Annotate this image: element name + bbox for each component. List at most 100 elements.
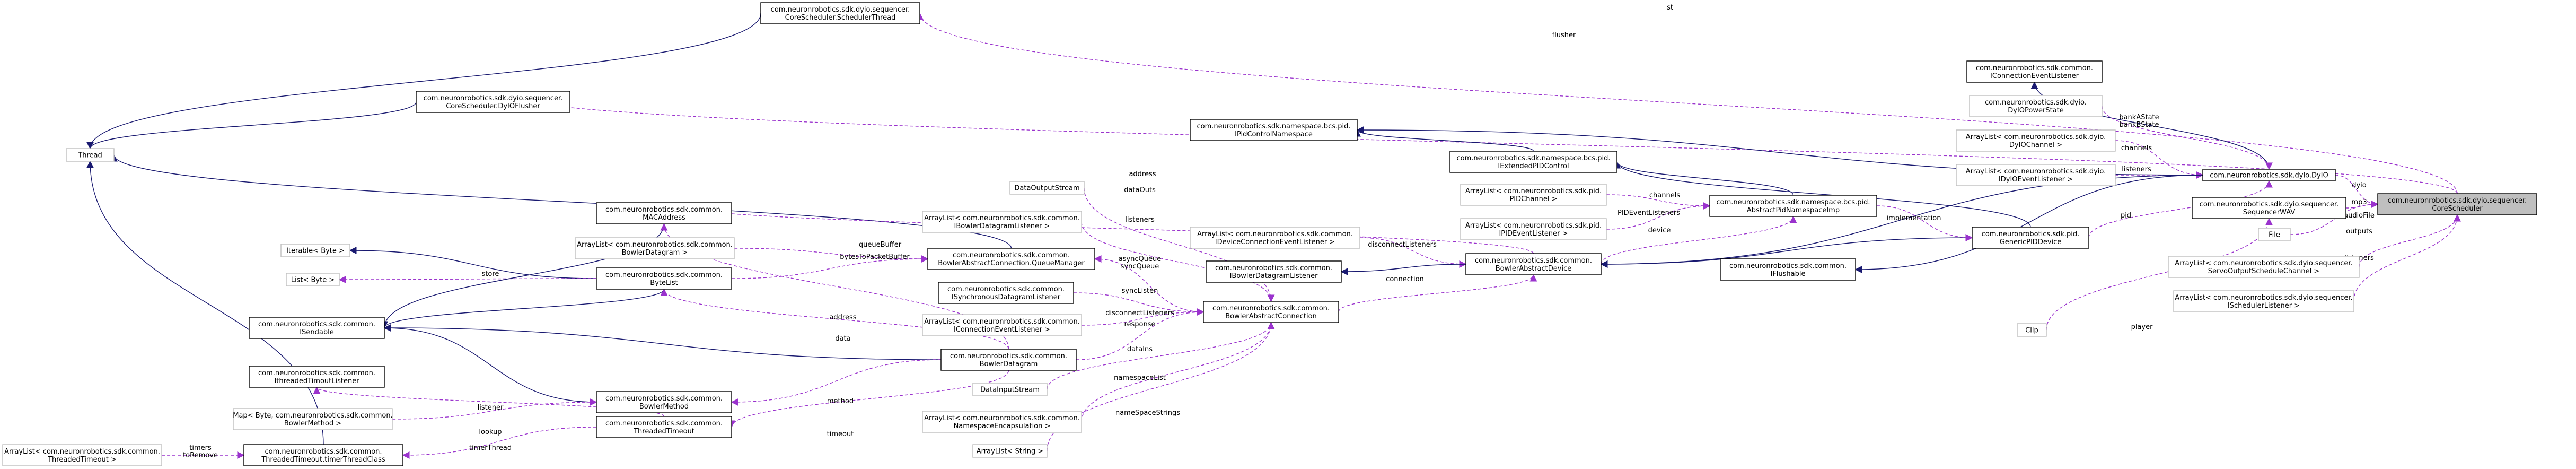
edge-arraylist-pid-channel-to-abstract-pid-namespace — [1606, 194, 1711, 210]
node-bowler-datagram[interactable]: com.neuronrobotics.sdk.common.BowlerData… — [940, 349, 1077, 371]
node-arraylist-idevice-connection[interactable]: ArrayList< com.neuronrobotics.sdk.common… — [1190, 227, 1360, 249]
node-label-line-2: ThreadedTimeout.timerThreadClass — [261, 456, 385, 464]
node-bowler-method[interactable]: com.neuronrobotics.sdk.common.BowlerMeth… — [596, 391, 732, 413]
node-label-line-1: com.neuronrobotics.sdk.common. — [605, 395, 723, 403]
edge-arraylist-ibowler-datagram-to-bowler-abstract-connection — [1081, 221, 1275, 302]
node-box — [1449, 151, 1617, 173]
node-scheduler-thread[interactable]: com.neuronrobotics.sdk.dyio.sequencer.Co… — [760, 2, 920, 24]
node-ithreaded-timout[interactable]: com.neuronrobotics.sdk.common.IthreadedT… — [249, 366, 385, 388]
node-dyio-flusher[interactable]: com.neuronrobotics.sdk.dyio.sequencer.Co… — [416, 91, 570, 113]
edge-label-store: store — [482, 270, 499, 278]
node-arraylist-servo-output[interactable]: ArrayList< com.neuronrobotics.sdk.dyio.s… — [2168, 256, 2360, 278]
node-dyio[interactable]: com.neuronrobotics.sdk.dyio.DyIO — [2202, 169, 2336, 181]
edge-label-channels-pid: channels — [1649, 192, 1680, 199]
edge-label-data-outs: dataOuts — [1124, 186, 1156, 194]
node-generic-pid-device[interactable]: com.neuronrobotics.sdk.pid.GenericPIDDev… — [1972, 227, 2089, 249]
node-arraylist-ibowler-datagram[interactable]: ArrayList< com.neuronrobotics.sdk.common… — [922, 211, 1082, 233]
node-arraylist-iconnection-event[interactable]: ArrayList< com.neuronrobotics.sdk.common… — [922, 314, 1082, 336]
node-label-line-1: DataOutputStream — [1014, 185, 1079, 193]
node-ipid-control-namespace[interactable]: com.neuronrobotics.sdk.namespace.bcs.pid… — [1190, 119, 1358, 141]
node-label-line-2: BowlerMethod > — [284, 420, 341, 428]
edge-bowler-datagram-to-threaded-timeout — [728, 370, 1009, 428]
edge-label-namespace-strings: nameSpaceStrings — [1115, 409, 1180, 417]
node-isynchronous-datagram[interactable]: com.neuronrobotics.sdk.common.ISynchrono… — [938, 282, 1074, 304]
edge-label-disconnect-listeners: disconnectListeners — [1368, 241, 1437, 249]
node-label-line-1: com.neuronrobotics.sdk.common. — [1212, 305, 1330, 312]
edge-label-lookup: lookup — [479, 428, 502, 436]
node-label-line-1: com.neuronrobotics.sdk.common. — [605, 206, 723, 214]
node-threaded-timeout[interactable]: com.neuronrobotics.sdk.common.ThreadedTi… — [596, 416, 732, 438]
node-data-output-stream[interactable]: DataOutputStream — [1009, 181, 1085, 195]
node-queue-manager[interactable]: com.neuronrobotics.sdk.common.BowlerAbst… — [927, 248, 1095, 270]
node-clip[interactable]: Clip — [2017, 323, 2047, 337]
edge-abstract-pid-namespace-to-generic-pid-device — [1876, 205, 1973, 241]
node-bowler-abstract-device[interactable]: com.neuronrobotics.sdk.common.BowlerAbst… — [1465, 253, 1602, 275]
edge-byte-list-to-iterable-byte — [349, 247, 597, 279]
edge-bowler-datagram-to-byte-list — [660, 288, 1009, 350]
node-box — [596, 416, 732, 438]
node-label-line-1: List< Byte > — [291, 276, 335, 284]
node-box — [1460, 218, 1607, 240]
node-box — [575, 237, 735, 259]
node-sequencer-wav[interactable]: com.neuronrobotics.sdk.dyio.sequencer.Se… — [2192, 197, 2346, 219]
node-label-line-1: ArrayList< com.neuronrobotics.sdk.dyio. — [1966, 168, 2106, 176]
node-iconnection-listener[interactable]: com.neuronrobotics.sdk.common.IConnectio… — [1966, 60, 2103, 83]
node-label-line-1: ArrayList< com.neuronrobotics.sdk.common… — [1197, 230, 1353, 238]
node-timer-thread-class[interactable]: com.neuronrobotics.sdk.common.ThreadedTi… — [243, 444, 403, 466]
edge-label-device: device — [1648, 227, 1671, 234]
node-map-bowler-method[interactable]: Map< Byte, com.neuronrobotics.sdk.common… — [233, 408, 393, 430]
node-box — [286, 273, 340, 286]
node-label-line-2: BowlerAbstractConnection.QueueManager — [938, 259, 1085, 267]
node-label-line-2: BowlerDatagram > — [622, 249, 688, 257]
node-arraylist-pid-channel[interactable]: ArrayList< com.neuronrobotics.sdk.pid.PI… — [1460, 184, 1607, 206]
node-mac-address[interactable]: com.neuronrobotics.sdk.common.MACAddress — [596, 202, 732, 224]
node-arraylist-ischeduler[interactable]: ArrayList< com.neuronrobotics.sdk.dyio.s… — [2173, 290, 2354, 312]
node-bowler-abstract-connection[interactable]: com.neuronrobotics.sdk.common.BowlerAbst… — [1203, 301, 1339, 323]
node-iextended-pid-control[interactable]: com.neuronrobotics.sdk.namespace.bcs.pid… — [1449, 151, 1617, 173]
node-label-line-1: ArrayList< com.neuronrobotics.sdk.common… — [4, 448, 160, 456]
node-dyio-power-state[interactable]: com.neuronrobotics.sdk.dyio.DyIOPowerSta… — [1969, 95, 2103, 117]
node-box — [249, 317, 385, 339]
edge-bowler-datagram-to-bowler-method — [731, 359, 942, 406]
node-arraylist-threaded-timeout[interactable]: ArrayList< com.neuronrobotics.sdk.common… — [2, 444, 162, 466]
node-arraylist-idyio-event[interactable]: ArrayList< com.neuronrobotics.sdk.dyio.I… — [1956, 164, 2116, 186]
edge-core-scheduler-to-scheduler-thread — [916, 12, 2458, 194]
node-arraylist-bowler-datagram[interactable]: ArrayList< com.neuronrobotics.sdk.common… — [575, 237, 735, 259]
node-label-line-1: com.neuronrobotics.sdk.dyio. — [1985, 99, 2087, 107]
node-arraylist-ipid-event[interactable]: ArrayList< com.neuronrobotics.sdk.pid.IP… — [1460, 218, 1607, 240]
node-label-line-2: BowlerAbstractDevice — [1496, 265, 1572, 273]
node-arraylist-dyio-channel[interactable]: ArrayList< com.neuronrobotics.sdk.dyio.D… — [1956, 129, 2116, 152]
node-iflushable[interactable]: com.neuronrobotics.sdk.common.IFlushable — [1720, 258, 1856, 281]
node-thread[interactable]: Thread — [66, 148, 115, 162]
node-arraylist-string[interactable]: ArrayList< String > — [972, 444, 1048, 458]
node-arraylist-namespace-encapsulation[interactable]: ArrayList< com.neuronrobotics.sdk.common… — [922, 411, 1082, 433]
node-box — [280, 244, 350, 257]
edge-label-implementation: implementation — [1886, 214, 1941, 222]
node-ibowler-datagram-listener[interactable]: com.neuronrobotics.sdk.common.IBowlerDat… — [1206, 260, 1342, 283]
edge-label-flusher: flusher — [1552, 31, 1576, 39]
node-list-byte[interactable]: List< Byte > — [286, 273, 340, 286]
node-abstract-pid-namespace[interactable]: com.neuronrobotics.sdk.namespace.bcs.pid… — [1709, 195, 1877, 217]
node-file[interactable]: File — [2258, 228, 2291, 241]
node-box — [940, 349, 1077, 371]
node-box — [922, 411, 1082, 433]
edge-label-method: method — [827, 397, 854, 405]
node-label-line-2: DyIOChannel > — [2009, 141, 2062, 149]
node-label-line-2: ThreadedTimeout > — [47, 456, 117, 464]
node-box — [1465, 253, 1602, 275]
node-label-line-1: Iterable< Byte > — [286, 247, 345, 255]
node-box — [2377, 193, 2537, 215]
node-iterable-byte[interactable]: Iterable< Byte > — [280, 244, 350, 257]
node-label-line-1: com.neuronrobotics.sdk.dyio.sequencer. — [771, 6, 910, 14]
node-box — [1956, 164, 2116, 186]
edge-arraylist-iconnection-event-to-bowler-abstract-connection — [1081, 308, 1205, 326]
node-box — [1956, 129, 2116, 152]
node-label-line-2: PIDChannel > — [1509, 195, 1557, 203]
edge-label-player: player — [2131, 323, 2153, 331]
node-isendable[interactable]: com.neuronrobotics.sdk.common.ISendable — [249, 317, 385, 339]
node-byte-list[interactable]: com.neuronrobotics.sdk.common.ByteList — [596, 267, 732, 290]
node-data-input-stream[interactable]: DataInputStream — [972, 383, 1048, 396]
edge-label-channels-dyio: channels — [2121, 144, 2152, 152]
node-core-scheduler[interactable]: com.neuronrobotics.sdk.dyio.sequencer.Co… — [2377, 193, 2537, 215]
